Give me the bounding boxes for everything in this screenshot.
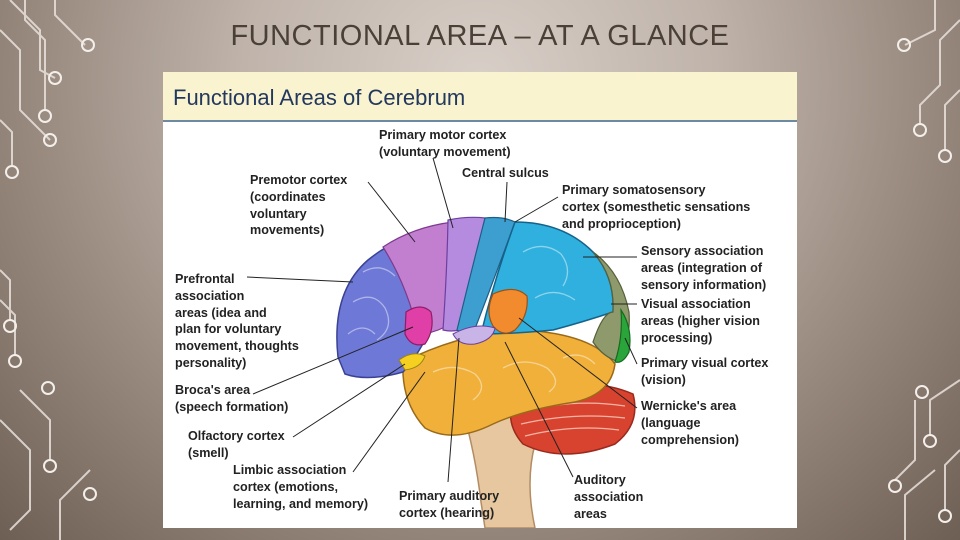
label-premotor-cortex: Premotor cortex (coordinates voluntary m… [250,173,348,238]
primary-auditory-cortex [452,325,496,345]
label-olfactory-cortex: Olfactory cortex (smell) [188,429,285,460]
label-primary-visual-cortex: Primary visual cortex (vision) [641,356,769,387]
figure-header: Functional Areas of Cerebrum [163,72,797,122]
label-visual-association-areas: Visual association areas (higher vision … [641,297,760,345]
label-primary-auditory-cortex: Primary auditory cortex (hearing) [399,489,500,520]
figure-title: Functional Areas of Cerebrum [173,85,466,110]
olfactory-cortex [398,353,426,371]
primary-visual-cortex [614,307,631,363]
label-brocas-area: Broca's area (speech formation) [175,383,289,414]
label-central-sulcus: Central sulcus [462,166,549,180]
label-primary-motor-cortex: Primary motor cortex (voluntary movement… [379,128,511,159]
wernickes-area [488,288,528,334]
brain-illustration [246,157,638,528]
label-limbic-association-cortex: Limbic association cortex (emotions, lea… [233,463,369,511]
label-sensory-association-areas: Sensory association areas (integration o… [641,244,767,292]
brainstem [461,411,536,528]
label-auditory-association-areas: Auditory association areas [574,473,644,521]
brocas-area [404,306,433,346]
label-wernickes-area: Wernicke's area (language comprehension) [641,399,739,447]
label-prefrontal-association-areas: Prefrontal association areas (idea and p… [175,272,299,370]
slide-title: FUNCTIONAL AREA – AT A GLANCE [230,20,730,52]
brain-figure: Functional Areas of Cerebrum [163,72,797,528]
label-primary-somatosensory-cortex: Primary somatosensory cortex (somestheti… [562,183,751,231]
